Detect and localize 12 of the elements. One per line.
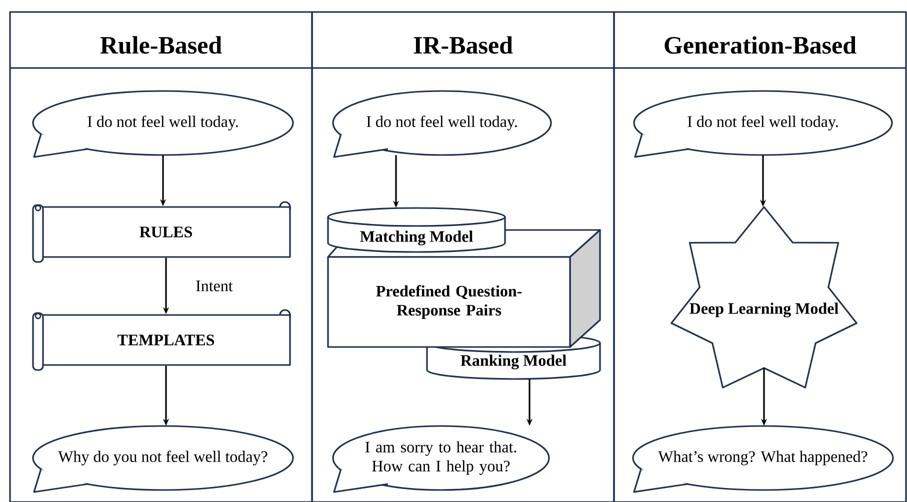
- speech-bubble: I do not feel well today.: [332, 90, 552, 158]
- speech-bubble: What’s wrong? What happened?: [632, 425, 894, 493]
- scroll-box: TEMPLATES: [32, 309, 291, 371]
- speech-bubble: Why do you not feel well today?: [32, 425, 294, 493]
- column-header: IR-Based: [414, 36, 513, 54]
- speech-bubble: I am sorry to hear that. How can I help you?: [332, 425, 550, 493]
- scroll-box: RULES: [32, 201, 291, 263]
- column-header: Generation-Based: [664, 36, 856, 54]
- edge-label: Intent: [196, 280, 233, 292]
- speech-bubble: I do not feel well today.: [633, 90, 893, 158]
- column-header: Rule-Based: [100, 36, 222, 54]
- speech-bubble: I do not feel well today.: [32, 90, 294, 158]
